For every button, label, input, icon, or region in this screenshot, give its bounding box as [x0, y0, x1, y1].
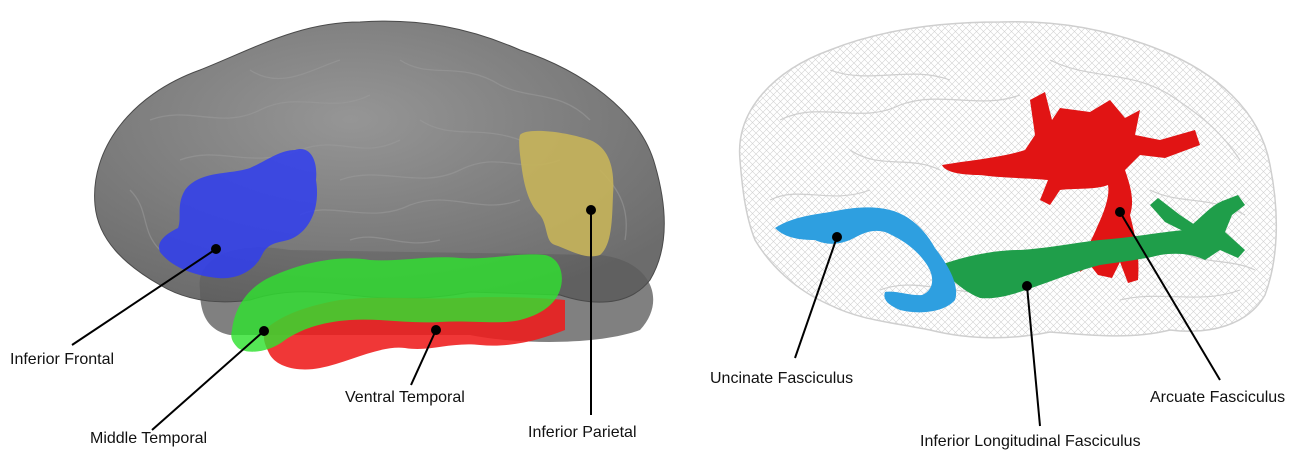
- arcuate-fasciculus-label: Arcuate Fasciculus: [1150, 389, 1285, 407]
- arcuate-dot: [1115, 207, 1125, 217]
- uncinate-dot: [832, 232, 842, 242]
- middle-temporal-dot: [259, 326, 269, 336]
- middle-temporal-leader: [152, 331, 264, 430]
- left-brain-panel: [72, 21, 664, 430]
- inferior-frontal-dot: [211, 244, 221, 254]
- right-brain-panel: [740, 22, 1277, 426]
- ventral-temporal-label: Ventral Temporal: [345, 389, 465, 407]
- inferior-longitudinal-fasciculus-label: Inferior Longitudinal Fasciculus: [920, 433, 1141, 451]
- inferior-parietal-label: Inferior Parietal: [528, 424, 637, 442]
- inferior-parietal-dot: [586, 205, 596, 215]
- ilf-dot: [1022, 281, 1032, 291]
- middle-temporal-label: Middle Temporal: [90, 430, 207, 448]
- ventral-temporal-dot: [431, 325, 441, 335]
- uncinate-fasciculus-label: Uncinate Fasciculus: [710, 370, 853, 388]
- inferior-frontal-label: Inferior Frontal: [10, 351, 114, 369]
